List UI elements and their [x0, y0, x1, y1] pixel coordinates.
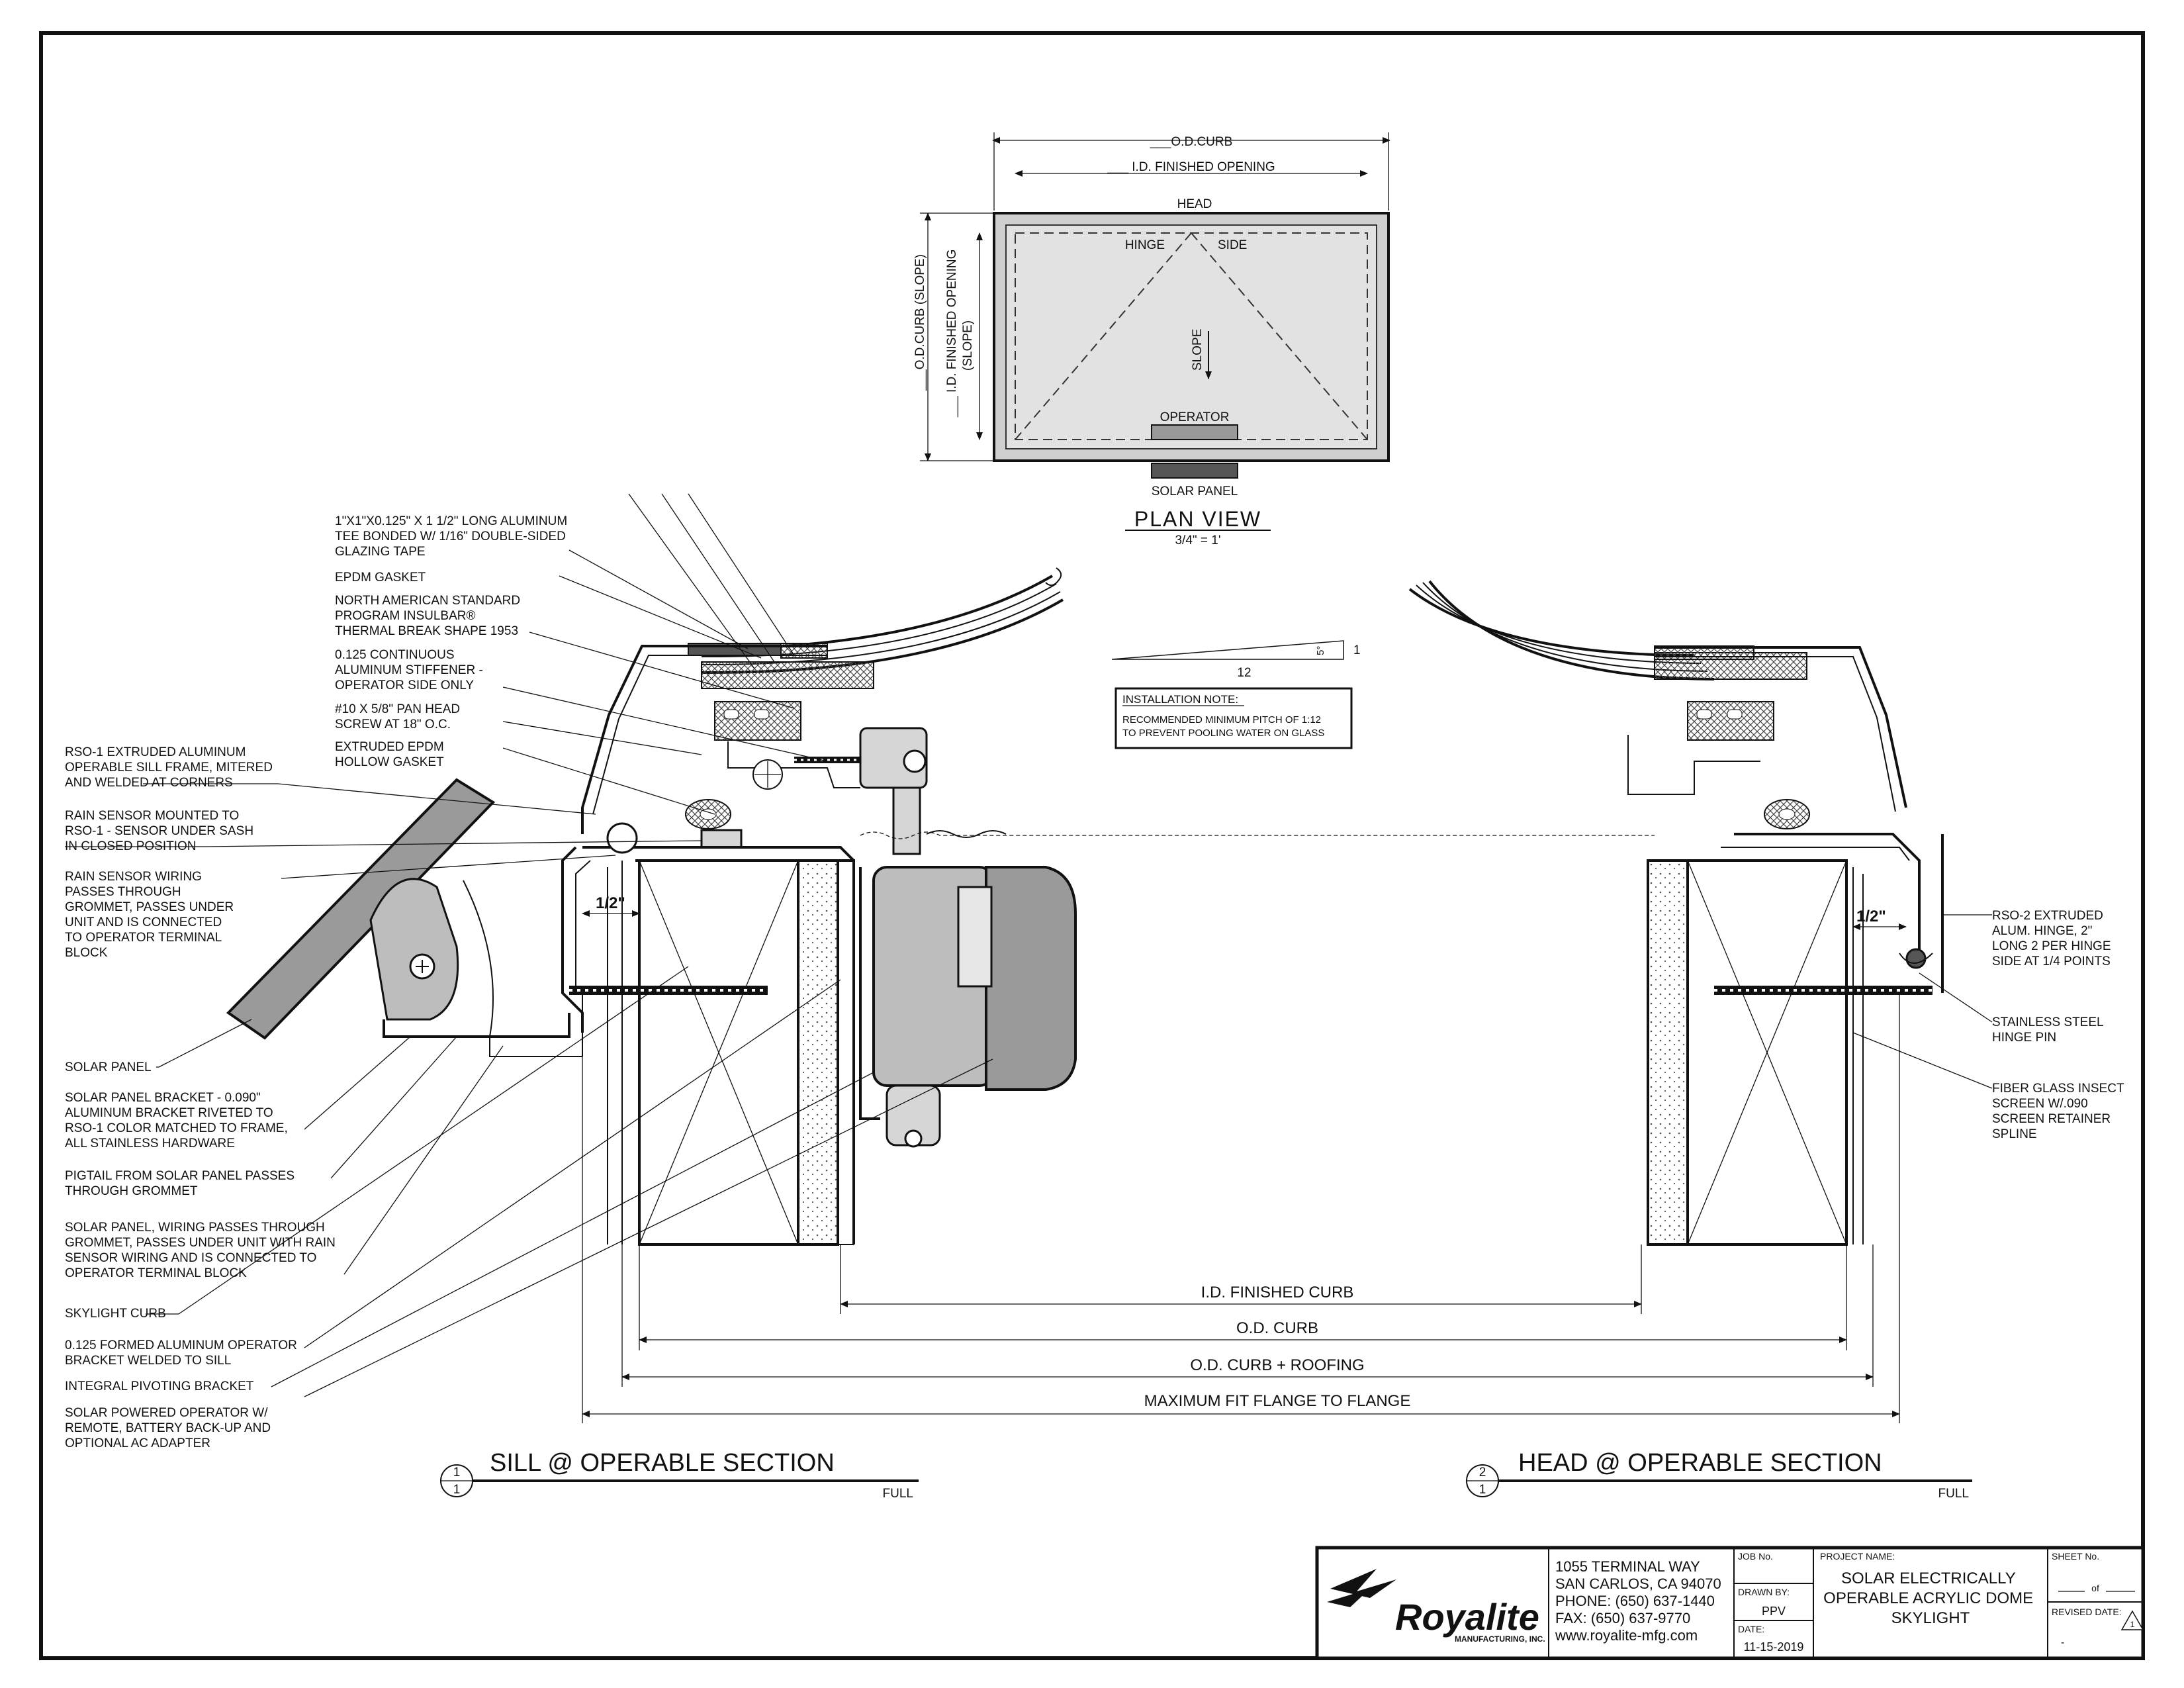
revised-date-value: - [2061, 1637, 2064, 1648]
job-label: JOB No. [1738, 1551, 1773, 1562]
sill-section-title-text: SILL @ OPERABLE SECTION [490, 1449, 835, 1477]
callouts-upper-left: 1"X1"X0.125" X 1 1/2" LONG ALUMINUM TEE … [335, 514, 570, 769]
roof-line [860, 831, 1655, 839]
head-section-title: 2 1 HEAD @ OPERABLE SECTION FULL [1466, 1449, 1972, 1501]
sill-section-scale: FULL [883, 1487, 913, 1501]
install-note-line-1: RECOMMENDED MINIMUM PITCH OF 1:12 [1122, 714, 1321, 726]
leader-lines [158, 493, 1993, 1397]
callout-pivoting-bracket: INTEGRAL PIVOTING BRACKET [65, 1380, 254, 1393]
title-block: Royalite MANUFACTURING, INC. 1055 TERMIN… [1315, 1546, 2145, 1660]
callout-insect-screen: FIBER GLASS INSECT SCREEN W/.090 SCREEN … [1992, 1082, 2127, 1141]
pitch-angle: 5° [1315, 646, 1326, 655]
sill-section-title: 1 1 SILL @ OPERABLE SECTION FULL [440, 1449, 919, 1501]
sill-section-num: 1 [453, 1466, 461, 1479]
sheet-of: of [2091, 1583, 2099, 1593]
plan-id-opening-slope-label-1: ___ I.D. FINISHED OPENING [945, 250, 959, 418]
plan-solar-panel [1151, 463, 1238, 479]
brand-name: Royalite [1395, 1596, 1539, 1638]
plan-head-label: HEAD [1177, 197, 1212, 211]
pitch-diagram: 1 12 5° [1111, 640, 1361, 680]
plan-operator-box [1151, 424, 1238, 440]
callout-pan-head-screw: #10 X 5/8" PAN HEAD SCREW AT 18" O.C. [335, 702, 463, 731]
sill-section-sheet: 1 [453, 1483, 461, 1497]
head-section-scale: FULL [1938, 1487, 1969, 1501]
install-note-line-2: TO PREVENT POOLING WATER ON GLASS [1122, 727, 1324, 739]
callout-epdm-gasket: EPDM GASKET [335, 571, 426, 585]
callout-skylight-curb: SKYLIGHT CURB [65, 1307, 166, 1321]
plan-od-curb-label: ___O.D.CURB [1150, 135, 1233, 149]
plan-hinge-label: HINGE [1125, 238, 1165, 252]
head-section-title-text: HEAD @ OPERABLE SECTION [1518, 1449, 1882, 1477]
plan-side-label: SIDE [1218, 238, 1247, 252]
plan-solar-panel-label: SOLAR PANEL [1152, 485, 1238, 498]
callout-rain-sensor-wiring: RAIN SENSOR WIRING PASSES THROUGH GROMME… [65, 870, 237, 960]
callout-operator-bracket: 0.125 FORMED ALUMINUM OPERATOR BRACKET W… [65, 1338, 300, 1368]
plan-view-title: PLAN VIEW [1134, 507, 1261, 531]
dim-od-curb: O.D. CURB [1236, 1319, 1318, 1337]
plan-view: ___O.D.CURB ___ I.D. FINISHED OPENING HE… [913, 132, 1390, 547]
brand-sub: MANUFACTURING, INC. [1455, 1634, 1545, 1644]
head-half-inch: 1/2" [1856, 908, 1886, 925]
callout-solar-wiring: SOLAR PANEL, WIRING PASSES THROUGH GROMM… [65, 1221, 339, 1280]
plan-slope-label: SLOPE [1191, 329, 1205, 371]
sheet-no-label: SHEET No. [2052, 1551, 2099, 1562]
plan-id-opening-slope-label-2: (SLOPE) [961, 320, 975, 371]
plan-id-opening-label: ___ I.D. FINISHED OPENING [1107, 160, 1275, 174]
callout-stiffener: 0.125 CONTINUOUS ALUMINUM STIFFENER - OP… [335, 648, 486, 692]
sheet-border [39, 31, 2145, 1660]
drawn-by-label: DRAWN BY: [1738, 1587, 1790, 1597]
head-section-drawing: 1/2" [1408, 580, 1944, 1246]
sill-half-inch: 1/2" [596, 894, 625, 912]
head-section-num: 2 [1479, 1466, 1486, 1479]
drawn-by-value: PPV [1762, 1605, 1786, 1618]
callout-solar-operator: SOLAR POWERED OPERATOR W/ REMOTE, BATTER… [65, 1406, 274, 1450]
dim-max-fit: MAXIMUM FIT FLANGE TO FLANGE [1144, 1392, 1411, 1410]
date-label: DATE: [1738, 1624, 1764, 1634]
revised-date-label: REVISED DATE: [2052, 1607, 2122, 1617]
dim-id-finished-curb: I.D. FINISHED CURB [1201, 1284, 1354, 1301]
revision-mark: 1 [2130, 1620, 2135, 1629]
dim-od-curb-roofing: O.D. CURB + ROOFING [1190, 1356, 1364, 1374]
callout-solar-bracket: SOLAR PANEL BRACKET - 0.090" ALUMINUM BR… [65, 1091, 291, 1150]
pitch-run: 12 [1237, 666, 1251, 680]
callout-solar-panel: SOLAR PANEL [65, 1060, 152, 1074]
project-name: SOLAR ELECTRICALLY OPERABLE ACRYLIC DOME… [1823, 1570, 2038, 1627]
plan-view-scale: 3/4" = 1' [1175, 534, 1220, 547]
company-address: 1055 TERMINAL WAY SAN CARLOS, CA 94070 P… [1555, 1558, 1725, 1644]
head-section-sheet: 1 [1479, 1483, 1486, 1497]
callout-aluminum-tee: 1"X1"X0.125" X 1 1/2" LONG ALUMINUM TEE … [335, 514, 570, 559]
pitch-rise: 1 [1353, 643, 1361, 657]
project-name-label: PROJECT NAME: [1820, 1551, 1895, 1562]
date-value: 11-15-2019 [1744, 1640, 1804, 1654]
dimension-lines: I.D. FINISHED CURB O.D. CURB O.D. CURB +… [582, 993, 1900, 1423]
install-note-heading: INSTALLATION NOTE: [1122, 693, 1238, 706]
callouts-left: RSO-1 EXTRUDED ALUMINUM OPERABLE SILL FR… [65, 745, 339, 1450]
callout-rso2-hinge: RSO-2 EXTRUDED ALUM. HINGE, 2" LONG 2 PE… [1992, 909, 2115, 968]
callout-hinge-pin: STAINLESS STEEL HINGE PIN [1992, 1015, 2107, 1045]
royalite-logo: Royalite MANUFACTURING, INC. [1327, 1569, 1545, 1644]
callouts-right: RSO-2 EXTRUDED ALUM. HINGE, 2" LONG 2 PE… [1992, 909, 2127, 1141]
callout-rso1-frame: RSO-1 EXTRUDED ALUMINUM OPERABLE SILL FR… [65, 745, 276, 790]
callout-insulbar: NORTH AMERICAN STANDARD PROGRAM INSULBAR… [335, 594, 523, 638]
installation-note: INSTALLATION NOTE: RECOMMENDED MINIMUM P… [1115, 687, 1353, 749]
callout-hollow-gasket: EXTRUDED EPDM HOLLOW GASKET [335, 740, 447, 769]
revision-triangle-icon [2120, 1610, 2144, 1630]
plan-od-curb-slope-label: ___O.D.CURB (SLOPE) [913, 254, 927, 391]
callout-pigtail: PIGTAIL FROM SOLAR PANEL PASSES THROUGH … [65, 1169, 298, 1198]
plan-operator-label: OPERATOR [1160, 410, 1230, 424]
